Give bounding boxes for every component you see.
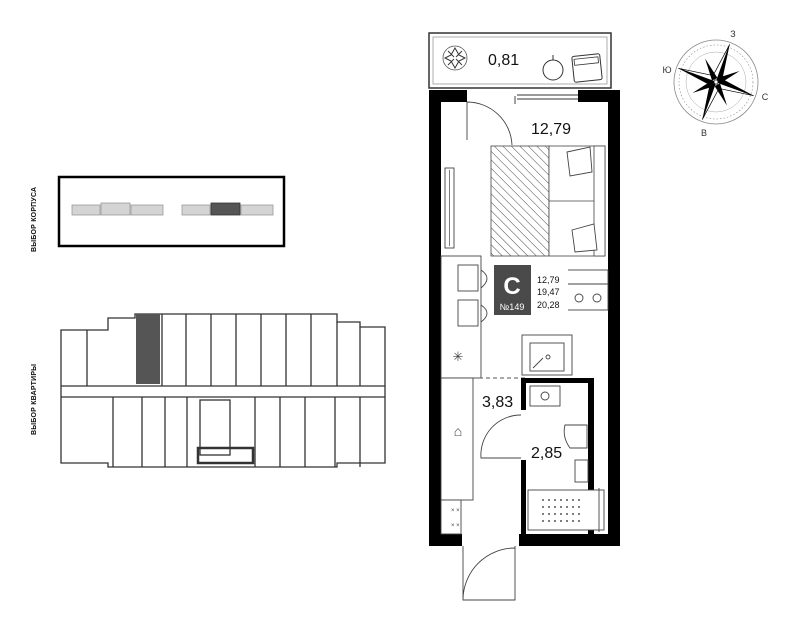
bathroom-door [480,414,522,459]
area-total: 19,47 [537,287,560,297]
bathroom-area: 2,85 [531,445,562,462]
building-select-label: ВЫБОР КОРПУСА [31,186,38,252]
balcony [428,32,612,89]
floor-selector [60,313,386,468]
area-living: 12,79 [537,275,560,285]
selected-apartment-cell[interactable] [136,314,160,384]
apartment-number: №149 [500,302,525,312]
apartment-select-label: ВЫБОР КВАРТИРЫ [31,363,38,435]
svg-text:× ×: × × [451,523,460,529]
top-window [517,94,578,100]
apartment-badge: С №149 12,79 19,47 20,28 [494,265,568,315]
living-area: 12,79 [531,121,571,138]
bathroom-walls [521,378,594,540]
pillow-icon [571,223,598,253]
table-chair-icon [542,53,603,83]
apartment-type: С [503,273,520,300]
shower-drain [542,499,580,522]
entrance-door [462,546,516,601]
compass-label-top: З [730,29,735,39]
fan-icon: ✳ [453,349,464,364]
hanger-icon: ⌂ [454,423,462,439]
hall-area: 3,83 [482,394,513,411]
kitchen [440,255,609,379]
balcony-door [466,101,513,146]
building-2[interactable] [181,202,274,216]
building-selector[interactable] [57,175,286,248]
compass-label-bottom: В [701,128,707,138]
building-1[interactable] [71,202,164,216]
socket-icon: × × [451,508,460,514]
compass-label-right: С [762,92,769,102]
area-with-balcony: 20,28 [537,300,560,310]
pillow-icon [566,146,593,177]
plant-icon [442,45,468,71]
balcony-area: 0,81 [488,52,519,69]
bed [490,145,606,257]
exterior-walls [429,90,620,546]
wardrobe [440,377,474,535]
bathroom-fixtures [527,385,605,531]
compass-rose [673,39,759,125]
compass-label-left: Ю [662,65,671,75]
